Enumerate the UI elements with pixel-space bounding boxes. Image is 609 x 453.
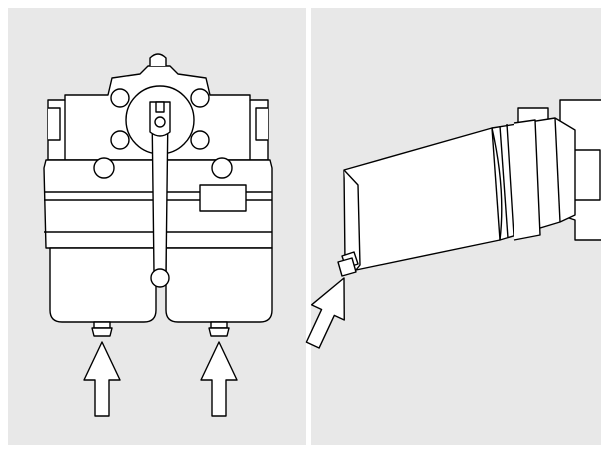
left-filter-bowl [49, 247, 157, 323]
pivot-bolt [154, 116, 166, 128]
right-port [211, 157, 233, 179]
collar-ring [513, 119, 541, 241]
hub-lobe-lower-left [110, 130, 130, 150]
collar-line-2 [499, 125, 509, 239]
twin-filter-housing [43, 53, 273, 337]
left-drain-plug [91, 321, 113, 337]
left-port [93, 157, 115, 179]
tilted-filter-assembly [337, 99, 601, 277]
side-drain-plug [337, 251, 359, 277]
panel-front-view [8, 8, 306, 445]
bowl-end-face [343, 169, 361, 271]
hub-lobe-upper-left [110, 88, 130, 108]
callout-arrow-left-plug [83, 341, 121, 417]
lever-knob [150, 268, 170, 288]
hub-lobe-upper-right [190, 88, 210, 108]
pivot-key [155, 101, 165, 113]
head-left-boss [48, 107, 61, 141]
right-drain-plug [208, 321, 230, 337]
hub-lobe-lower-right [190, 130, 210, 150]
head-right-boss [255, 107, 268, 141]
collar-line-3 [506, 123, 515, 237]
panel-side-view [305, 8, 601, 445]
head-edge [554, 117, 561, 223]
callout-arrow-side-plug [305, 277, 345, 349]
callout-arrow-right-plug [200, 341, 238, 417]
head-top-nub [149, 53, 167, 66]
filter-bowl-side [343, 127, 503, 271]
label-plate [199, 184, 247, 212]
right-filter-bowl [165, 247, 273, 323]
collar-line-1 [491, 127, 501, 241]
